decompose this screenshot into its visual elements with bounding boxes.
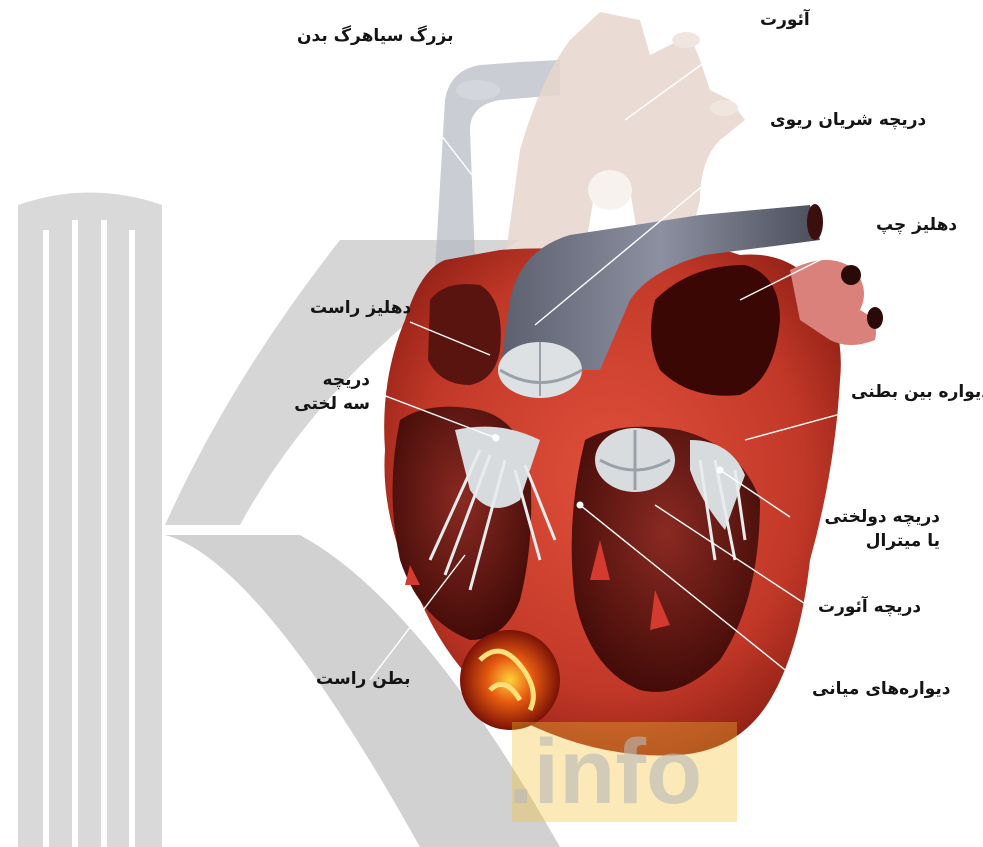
label-interventricular-septum: دیواره بین بطنی bbox=[851, 381, 983, 403]
label-mitral-line1: دریچه دولختی bbox=[820, 505, 940, 529]
label-tricuspid-valve: دریچه سه لختی bbox=[292, 368, 370, 416]
label-mitral-line2: یا میترال bbox=[820, 529, 940, 553]
label-middle-walls: دیواره‌های میانی bbox=[812, 678, 951, 700]
label-aorta-top: آئورت bbox=[760, 9, 810, 31]
label-right-atrium: دهلیز راست bbox=[310, 297, 411, 319]
label-vena-cava: بزرگ سیاهرگ بدن bbox=[297, 25, 454, 47]
watermark-text: .info bbox=[508, 722, 748, 822]
label-aortic-valve: دریچه آئورت bbox=[818, 596, 921, 618]
label-right-ventricle: بطن راست bbox=[316, 668, 411, 690]
aortic-valve bbox=[595, 428, 675, 492]
label-left-atrium: دهلیز چپ bbox=[876, 214, 957, 236]
label-pulmonary-valve: دریچه شریان ریوی bbox=[770, 109, 926, 131]
label-tricuspid-line2: سه لختی bbox=[292, 392, 370, 416]
pulmonary-valve bbox=[498, 342, 582, 398]
label-mitral-valve: دریچه دولختی یا میترال bbox=[820, 505, 940, 553]
glowing-apex bbox=[460, 630, 560, 730]
label-tricuspid-line1: دریچه bbox=[292, 368, 370, 392]
